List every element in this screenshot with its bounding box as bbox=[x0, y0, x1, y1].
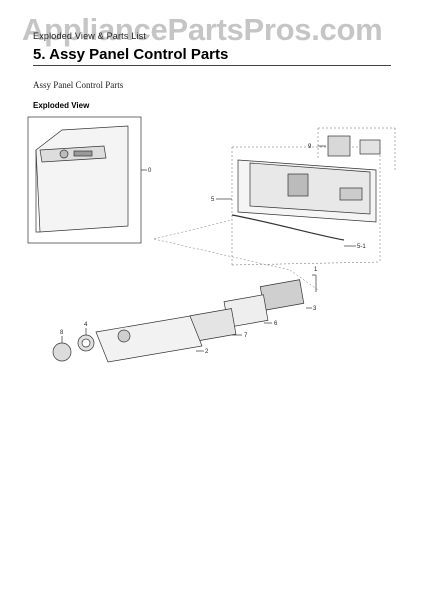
dryer-body bbox=[35, 125, 129, 233]
callout-3: 3 bbox=[313, 306, 317, 312]
dryer-cabinet-frame bbox=[27, 116, 142, 244]
callout-8: 8 bbox=[60, 330, 64, 336]
exploded-view-diagram: 0 9 5 5-1 1 3 6 7 2 4 8 bbox=[27, 116, 396, 363]
dryer-panel-strip bbox=[39, 145, 107, 163]
callout-7: 7 bbox=[244, 333, 248, 339]
page-title: 5. Assy Panel Control Parts bbox=[33, 46, 229, 63]
dryer-display bbox=[73, 150, 93, 157]
callout-4: 4 bbox=[84, 322, 88, 328]
callout-1: 1 bbox=[314, 267, 318, 273]
callout-6: 6 bbox=[274, 321, 278, 327]
breadcrumb: Exploded View & Parts List bbox=[33, 31, 147, 41]
guide-lines bbox=[153, 219, 319, 291]
section-subtitle: Assy Panel Control Parts bbox=[33, 80, 124, 90]
callout-5: 5 bbox=[211, 197, 215, 203]
callout-9: 9 bbox=[308, 144, 312, 150]
exploded-view-label: Exploded View bbox=[33, 101, 90, 110]
control-parts-group bbox=[52, 274, 317, 363]
dryer-cabinet-group bbox=[27, 116, 147, 244]
watermark: AppliancePartsPros.com bbox=[22, 12, 383, 47]
dryer-side-edge bbox=[35, 150, 40, 233]
panel-control-assembly bbox=[216, 159, 377, 247]
callout-2: 2 bbox=[205, 349, 209, 355]
callout-0: 0 bbox=[148, 168, 152, 174]
assembly-lines bbox=[231, 127, 396, 266]
callout-5-1: 5-1 bbox=[357, 244, 366, 250]
title-divider bbox=[33, 65, 391, 66]
dryer-knob bbox=[59, 149, 69, 159]
pcb-assembly-9 bbox=[318, 135, 381, 157]
